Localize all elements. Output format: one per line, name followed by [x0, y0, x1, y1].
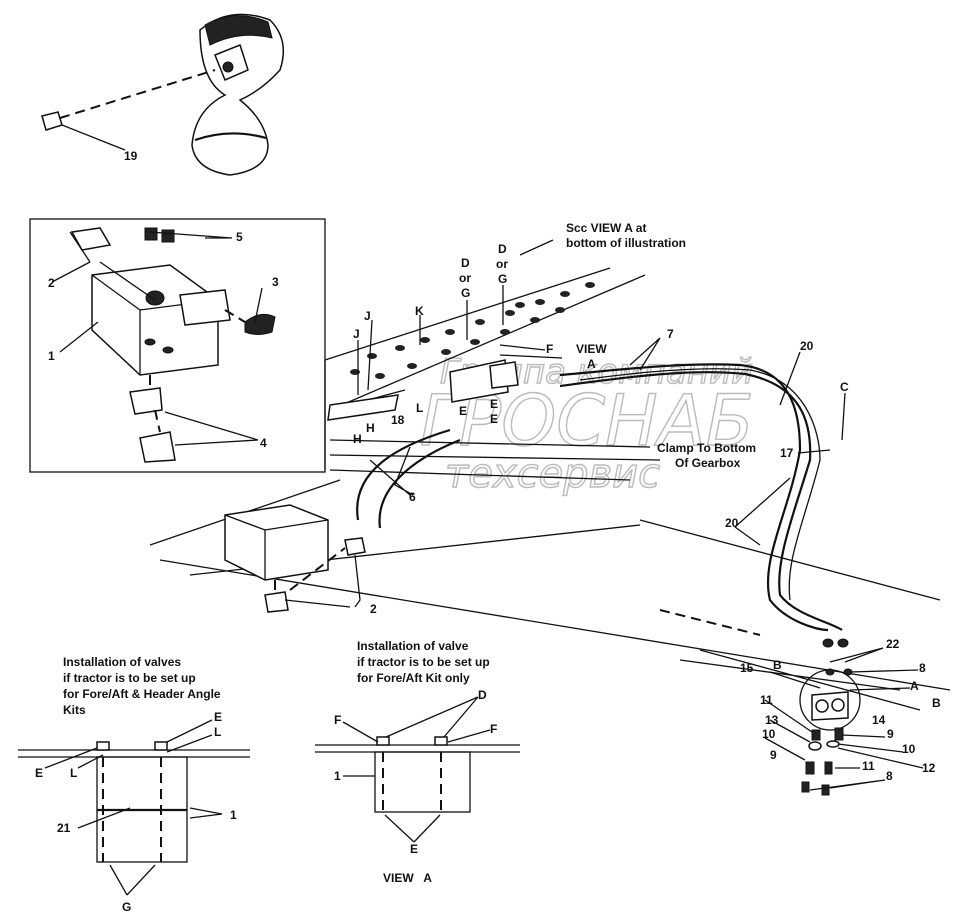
valve-note: for Fore/Aft Kit only [357, 671, 470, 685]
callout: 2 [48, 276, 55, 290]
callout: B [932, 696, 941, 710]
callout: G [122, 900, 131, 914]
valve-block-inset [51, 227, 276, 463]
callout: 2 [370, 602, 377, 616]
callout: E [490, 397, 498, 411]
lower-valve-block [224, 504, 366, 613]
callout: 1 [334, 769, 341, 783]
callout: E [35, 766, 43, 780]
callout: or [459, 271, 471, 285]
notes: Scc VIEW A at bottom of illustration Cla… [63, 221, 756, 717]
valves-note: if tractor is to be set up [63, 671, 196, 685]
callout: F [334, 713, 341, 727]
valves-note: for Fore/Aft & Header Angle [63, 687, 221, 701]
callout: H [366, 421, 375, 435]
callout: B [773, 658, 782, 672]
callout: D [478, 688, 487, 702]
valves-note: Installation of valves [63, 655, 181, 669]
valve-detail [799, 638, 861, 796]
callout: 5 [236, 230, 243, 244]
left-installation-view [18, 719, 250, 896]
callout: K [415, 304, 424, 318]
callout: E [459, 404, 467, 418]
valve-note: if tractor is to be set up [357, 655, 490, 669]
callout: 1 [48, 349, 55, 363]
callout: 21 [57, 821, 71, 835]
callout: VIEW [576, 342, 607, 356]
callout: 11 [862, 759, 875, 773]
callout: D [498, 242, 507, 256]
callout: or [496, 257, 508, 271]
leader-lines [357, 239, 924, 791]
callout: F [490, 722, 497, 736]
callout: L [416, 401, 423, 415]
joystick-handle [41, 13, 285, 176]
callout: 8 [886, 769, 893, 783]
see-view-a-note: Scc VIEW A at [566, 221, 646, 235]
view-a-title: VIEW A [383, 871, 432, 885]
view-a [315, 696, 520, 843]
callout: 7 [667, 327, 674, 341]
callout: 14 [872, 713, 886, 727]
callout: E [490, 412, 498, 426]
callout: 12 [922, 761, 936, 775]
callout: J [353, 327, 360, 341]
callout: F [546, 342, 553, 356]
callout: 18 [391, 413, 405, 427]
valves-note: Kits [63, 703, 86, 717]
view-labels: E L E L 21 1 G D F F 1 E VIEW A [35, 688, 497, 914]
callout: 8 [919, 661, 926, 675]
callout: 10 [762, 727, 776, 741]
callout: G [498, 272, 507, 286]
callout: E [410, 842, 418, 856]
callout: 13 [765, 713, 779, 727]
callout: E [214, 710, 222, 724]
callout: A [587, 357, 596, 371]
callout: 6 [409, 490, 416, 504]
clamp-note: Clamp To Bottom [657, 441, 756, 455]
callout: A [910, 679, 919, 693]
perforated-plate [324, 267, 646, 470]
callout: L [214, 725, 221, 739]
callout: 19 [124, 149, 138, 163]
callout: C [840, 380, 849, 394]
inset-frame [29, 218, 326, 473]
callout: 17 [780, 446, 794, 460]
callout: 22 [886, 637, 900, 651]
callout: 9 [770, 748, 777, 762]
callout: 3 [272, 275, 279, 289]
callout: 10 [902, 742, 916, 756]
callout: D [461, 256, 470, 270]
callout: 11 [760, 693, 773, 707]
callout: 1 [230, 808, 237, 822]
callout: 15 [740, 661, 754, 675]
valve-note: Installation of valve [357, 639, 469, 653]
callout-labels: 19 5 2 3 1 4 D or G D or G K J J F VIEW … [48, 149, 941, 783]
callout: H [353, 432, 362, 446]
hydraulic-hoses [149, 363, 951, 711]
callout: 20 [800, 339, 814, 353]
callout: G [461, 286, 470, 300]
clamp-note: Of Gearbox [675, 456, 741, 470]
callout: L [70, 766, 77, 780]
callout: 4 [260, 436, 267, 450]
callout: 20 [725, 516, 739, 530]
callout: 9 [887, 727, 894, 741]
callout: J [364, 309, 371, 323]
see-view-a-note: bottom of illustration [566, 236, 686, 250]
